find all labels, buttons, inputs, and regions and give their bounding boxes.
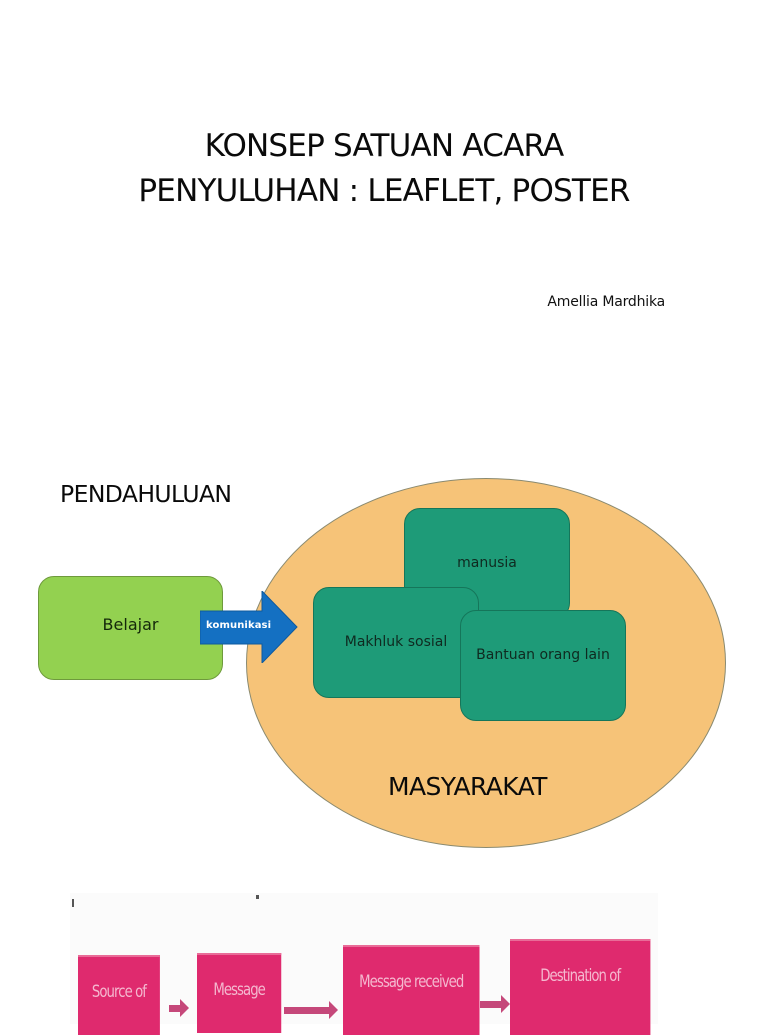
social-being-box: Makhluk sosial bbox=[313, 587, 479, 698]
learning-box: Belajar bbox=[38, 576, 223, 680]
flow-box-message-label: Message bbox=[213, 980, 266, 1000]
flow-arrow-icon bbox=[480, 995, 510, 1013]
flow-arrow-icon bbox=[169, 999, 189, 1017]
scan-artifact bbox=[256, 895, 259, 899]
flow-box-message-received: Message received bbox=[343, 945, 480, 1035]
author-name: Amellia Mardhika bbox=[547, 294, 665, 310]
section-heading: PENDAHULUAN bbox=[60, 480, 232, 508]
communication-arrow-label: komunikasi bbox=[206, 620, 272, 631]
flow-box-message-received-label: Message received bbox=[359, 972, 464, 992]
flow-box-destination: Destination of bbox=[510, 939, 651, 1035]
scanned-communication-figure: Source of Message Message received Desti… bbox=[70, 893, 658, 1035]
scan-artifact bbox=[72, 899, 74, 907]
flow-box-message: Message bbox=[197, 953, 282, 1033]
society-label: MASYARAKAT bbox=[388, 772, 547, 801]
others-help-box-label: Bantuan orang lain bbox=[476, 647, 610, 663]
slide-title-line-2: PENYULUHAN : LEAFLET, POSTER bbox=[138, 173, 630, 209]
arrow-right-icon bbox=[200, 591, 298, 663]
social-being-box-label: Makhluk sosial bbox=[344, 634, 448, 650]
slide-title-line-1: KONSEP SATUAN ACARA bbox=[204, 128, 565, 164]
learning-box-label: Belajar bbox=[102, 614, 159, 634]
flow-arrow-icon bbox=[284, 1001, 338, 1019]
others-help-box: Bantuan orang lain bbox=[460, 610, 626, 721]
flow-box-destination-label: Destination of bbox=[540, 966, 621, 986]
human-box-label: manusia bbox=[457, 555, 517, 571]
flow-box-source-label: Source of bbox=[91, 982, 147, 1002]
flow-box-source: Source of bbox=[78, 955, 160, 1035]
